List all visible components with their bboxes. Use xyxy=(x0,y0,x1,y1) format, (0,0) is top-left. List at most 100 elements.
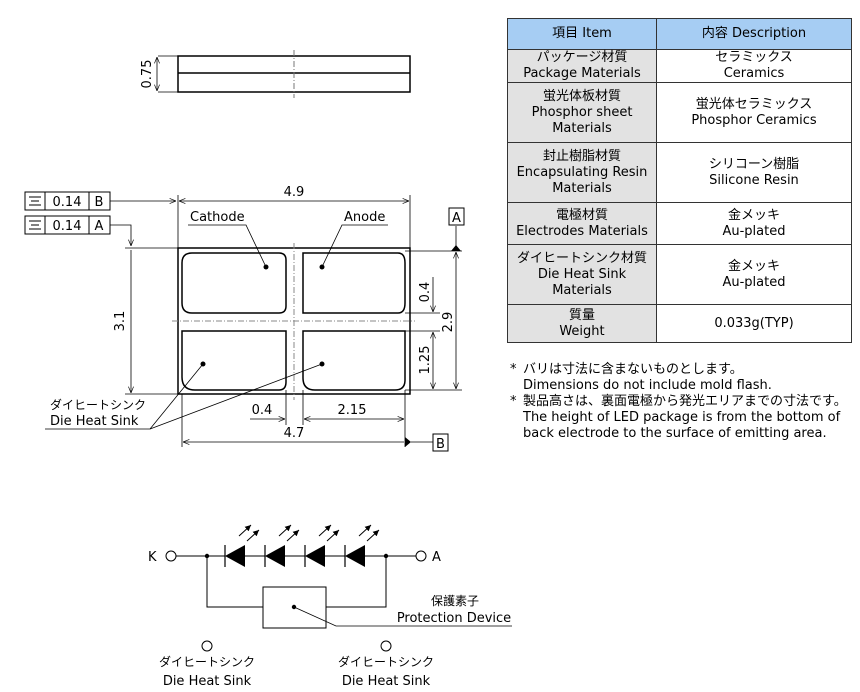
cell-text-line: Package Materials xyxy=(523,66,641,81)
cell-text-line: Materials xyxy=(552,120,612,136)
cell-text-line: Au-plated xyxy=(722,274,786,290)
tolerance-frame-b: 0.14 B xyxy=(24,191,176,211)
cell-text-line: 質量 xyxy=(568,307,595,323)
cell-text-line: 蛍光体セラミックス xyxy=(695,96,813,112)
cell-text-line: 0.033g(TYP) xyxy=(714,315,794,331)
cell-text-line: 電極材質 xyxy=(555,207,608,223)
cell-text-line: Phosphor sheet xyxy=(531,104,633,120)
cathode-label: Cathode xyxy=(190,210,245,225)
dim-inner-width: 4.7 xyxy=(284,426,305,441)
led-diode-icon xyxy=(224,524,265,567)
header-description: 内容 Description xyxy=(656,18,852,50)
light-emission-arrow-icon xyxy=(246,529,260,542)
datum-b-label: B xyxy=(436,437,445,452)
light-emission-arrow-icon xyxy=(278,524,292,537)
tolerance-datum: B xyxy=(95,195,104,210)
note-line: back electrode to the surface of emittin… xyxy=(523,426,827,441)
cell-text-line: Die Heat Sink xyxy=(537,266,627,282)
anode-terminal xyxy=(415,550,427,562)
heat-sink-pad-right xyxy=(302,330,406,391)
led-diode-icon xyxy=(304,524,345,567)
cell-text-line: Silicone Resin xyxy=(709,172,799,188)
light-emission-arrow-icon xyxy=(318,524,332,537)
header-item: 項目 Item xyxy=(507,18,657,50)
top-view: 0.14 B 0.14 A Cat xyxy=(24,185,465,452)
note-line: Dimensions do not include mold flash. xyxy=(523,378,772,393)
die-heat-sink-label-en: Die Heat Sink xyxy=(50,414,139,429)
tolerance-value: 0.14 xyxy=(53,195,82,210)
heat-sink-label-en: Die Heat Sink xyxy=(342,674,431,689)
heat-sink-label-ja: ダイヒートシンク xyxy=(159,654,255,669)
heat-sink-pad-left xyxy=(181,330,287,391)
note-line: 製品高さは、裏面電極から発光エリアまでの寸法です。 xyxy=(523,394,847,409)
notes: *バリは寸法に含まないものとします。Dimensions do not incl… xyxy=(510,362,847,442)
thickness-label: 0.75 xyxy=(140,60,155,89)
dim-overall-width: 4.9 xyxy=(284,185,305,200)
cell-text-line: 金メッキ xyxy=(727,207,780,223)
cell-text-line: ダイヒートシンク材質 xyxy=(516,250,647,266)
dim-overall-height: 3.1 xyxy=(113,311,128,332)
protection-device-label-ja: 保護素子 xyxy=(431,593,479,608)
cathode-leader xyxy=(188,224,267,268)
cell-text-line: Weight xyxy=(559,323,605,339)
symmetry-icon xyxy=(29,196,41,206)
cell-text-line: Materials xyxy=(552,282,612,298)
dim-gap-center: 0.4 xyxy=(252,403,273,418)
datum-a-label: A xyxy=(452,211,461,226)
light-emission-arrow-icon xyxy=(366,529,380,542)
cell-text-line: Phosphor Ceramics xyxy=(691,112,817,128)
circuit-diagram: K A 保護素子 Protection Device ダイヒートシンク Die … xyxy=(148,524,512,689)
cell-text-line: Electrodes Materials xyxy=(516,223,648,239)
datum-a-box xyxy=(448,207,465,226)
anode-leader xyxy=(321,224,388,268)
cell-text-line: 蛍光体板材質 xyxy=(542,88,621,104)
tolerance-value: 0.14 xyxy=(53,219,82,234)
datum-b-box xyxy=(432,433,449,452)
light-emission-arrow-icon xyxy=(286,529,300,542)
anode-label: Anode xyxy=(344,210,385,225)
side-view: 0.75 xyxy=(140,50,411,98)
cell-text-line: シリコーン樹脂 xyxy=(708,156,800,172)
heat-sink-label-ja: ダイヒートシンク xyxy=(338,654,434,669)
heat-sink-label-en: Die Heat Sink xyxy=(163,674,252,689)
led-diode-icon xyxy=(264,524,305,567)
note: *製品高さは、裏面電極から発光エリアまでの寸法です。The height of … xyxy=(510,394,847,442)
asterisk-icon: * xyxy=(510,362,517,377)
cell-text-line: セラミックス xyxy=(715,50,793,65)
light-emission-arrow-icon xyxy=(238,524,252,537)
anode-pad xyxy=(302,252,406,314)
cell-text-line: Materials xyxy=(552,180,612,196)
light-emission-arrow-icon xyxy=(326,529,340,542)
heat-sink-terminal xyxy=(380,640,392,652)
cathode-terminal-label: K xyxy=(148,550,157,565)
dim-gap-upper: 0.4 xyxy=(418,282,433,303)
dim-right-height: 2.9 xyxy=(441,312,456,333)
cathode-pad xyxy=(181,252,287,314)
tolerance-datum: A xyxy=(95,219,104,234)
asterisk-icon: * xyxy=(510,394,517,409)
cell-text-line: パッケージ材質 xyxy=(536,50,628,65)
led-diode-icon xyxy=(344,524,385,567)
spec-description-cell: 0.033g(TYP) xyxy=(656,304,852,343)
note: *バリは寸法に含まないものとします。Dimensions do not incl… xyxy=(510,362,847,394)
cell-text-line: Encapsulating Resin xyxy=(516,164,648,180)
